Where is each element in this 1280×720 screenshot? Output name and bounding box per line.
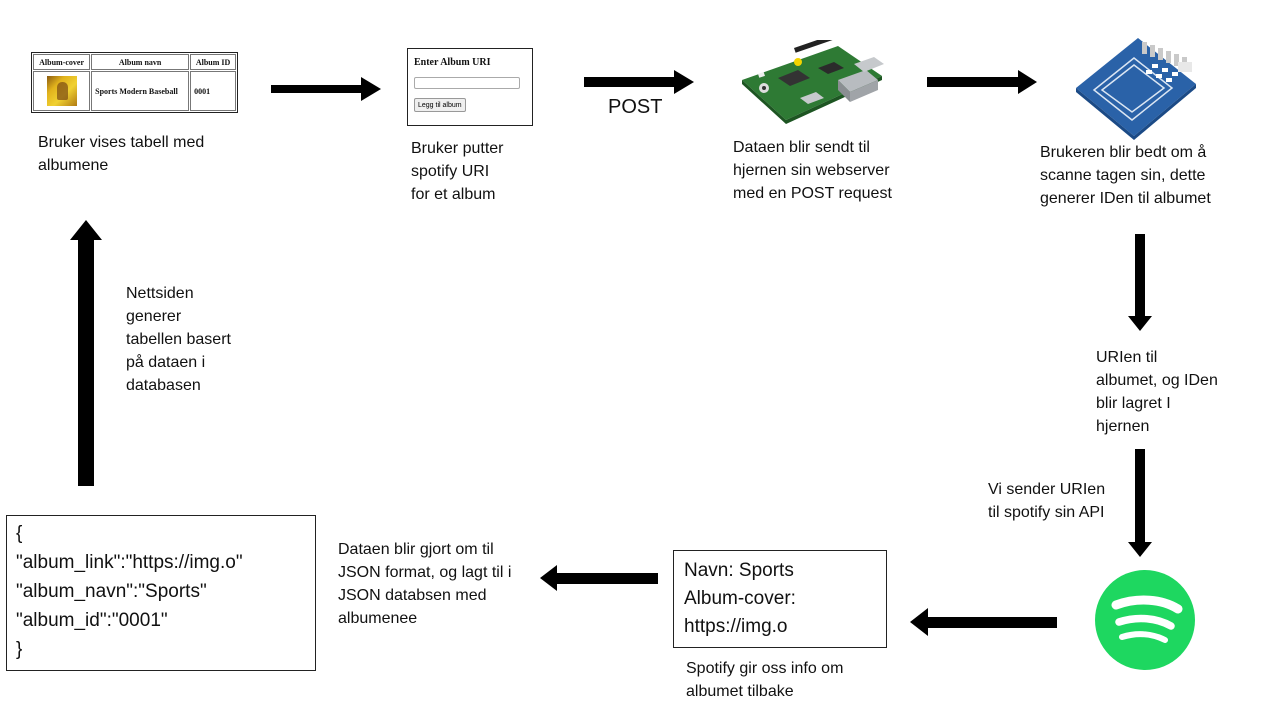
form-title: Enter Album URI [414, 57, 491, 68]
album-cover-cell [33, 71, 91, 111]
json-line: "album_navn":"Sports" [16, 581, 207, 602]
arrow-server-to-rfid [927, 70, 1037, 94]
album-uri-input[interactable] [414, 77, 520, 89]
post-label: POST [608, 96, 663, 118]
album-id-cell: 0001 [190, 71, 236, 111]
column-header-name: Album navn [91, 54, 190, 70]
album-name-cell: Sports Modern Baseball [91, 71, 190, 111]
column-header-id: Album ID [190, 54, 236, 70]
arrow-spotify-to-info [910, 608, 1057, 636]
caption-json: Dataen blir gjort om til JSON format, og… [338, 541, 512, 627]
arrow-table-to-form [271, 77, 381, 101]
spotify-info-box: Navn: Sports Album-cover: https://img.o [673, 550, 887, 648]
json-line: } [16, 639, 23, 660]
album-uri-form: Enter Album URI Legg til album [407, 48, 533, 126]
album-cover-image [46, 76, 77, 106]
arrow-api-down [1128, 449, 1152, 557]
json-line: "album_id":"0001" [16, 610, 168, 631]
caption-stored: URIen til albumet, og IDen blir lagret I… [1096, 349, 1218, 435]
caption-rfid: Brukeren blir bedt om å scanne tagen sin… [1040, 144, 1211, 207]
info-line: Navn: Sports [684, 560, 794, 581]
caption-server: Dataen blir sendt til hjernen sin webser… [733, 139, 892, 202]
caption-form: Bruker putter spotify URI for et album [411, 140, 504, 203]
arrow-form-to-server [584, 70, 694, 94]
column-header-cover: Album-cover [33, 54, 91, 70]
spotify-logo-icon [1095, 570, 1195, 670]
rfid-reader-icon [1076, 38, 1196, 140]
album-table: Album-cover Album navn Album ID Sports M… [31, 52, 238, 113]
table-header-row: Album-cover Album navn Album ID [33, 54, 236, 70]
info-line: Album-cover: [684, 588, 796, 609]
caption-website: Nettsiden generer tabellen basert på dat… [126, 285, 231, 394]
json-database-box: { "album_link":"https://img.o" "album_na… [6, 515, 316, 671]
json-line: "album_link":"https://img.o" [16, 552, 243, 573]
caption-api: Vi sender URIen til spotify sin API [988, 481, 1106, 521]
caption-table: Bruker vises tabell med albumene [38, 134, 205, 174]
arrow-rfid-down [1128, 234, 1152, 331]
info-line: https://img.o [684, 616, 788, 637]
arrow-json-up [70, 220, 102, 486]
arrow-info-to-json [540, 565, 658, 591]
table-row: Sports Modern Baseball 0001 [33, 71, 236, 111]
raspberry-pi-board-icon [742, 40, 884, 124]
add-album-button[interactable]: Legg til album [414, 98, 466, 112]
json-line: { [16, 523, 23, 544]
caption-spotify: Spotify gir oss info om albumet tilbake [686, 660, 844, 700]
